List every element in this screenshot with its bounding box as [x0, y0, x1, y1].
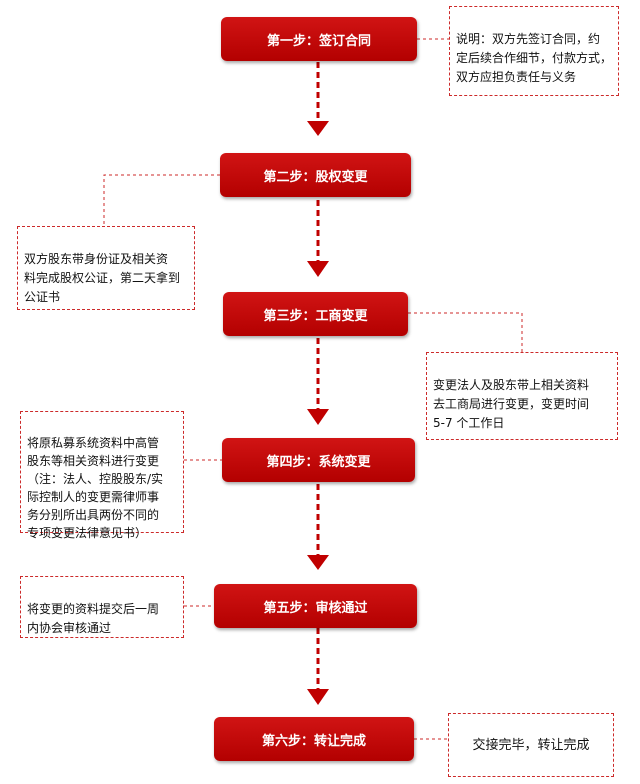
step-5: 第五步：审核通过	[214, 584, 417, 628]
step-1: 第一步：签订合同	[221, 17, 417, 61]
note-2-text: 双方股东带身份证及相关资 料完成股权公证，第二天拿到 公证书	[24, 252, 181, 304]
step-6-label: 第六步：转让完成	[261, 733, 366, 749]
note-connectors	[103, 38, 523, 740]
note-5: 将变更的资料提交后一周 内协会审核通过	[20, 576, 184, 638]
arrow-head-3	[307, 409, 329, 425]
arrow-head-2	[307, 261, 329, 277]
note-6-text: 交接完毕，转让完成	[472, 737, 590, 753]
note-6: 交接完毕，转让完成	[448, 713, 614, 777]
step-4-label: 第四步：系统变更	[266, 454, 371, 470]
note-1: 说明：双方先签订合同，约 定后续合作细节，付款方式， 双方应担负责任与义务	[449, 6, 619, 96]
step-6: 第六步：转让完成	[214, 717, 414, 761]
arrow-head-5	[307, 689, 329, 705]
arrow-head-1	[307, 121, 329, 136]
step-3: 第三步：工商变更	[223, 292, 408, 336]
note-3: 变更法人及股东带上相关资料 去工商局进行变更，变更时间 5-7 个工作日	[426, 352, 618, 440]
step-4: 第四步：系统变更	[222, 438, 415, 482]
note-4: 将原私募系统资料中高管 股东等相关资料进行变更 （注：法人、控股股东/实 际控制…	[20, 411, 184, 540]
note-2: 双方股东带身份证及相关资 料完成股权公证，第二天拿到 公证书	[17, 226, 195, 310]
note-4-text: 将原私募系统资料中高管 股东等相关资料进行变更 （注：法人、控股股东/实 际控制…	[27, 436, 164, 540]
step-2: 第二步：股权变更	[220, 153, 411, 197]
arrow-head-4	[307, 555, 329, 570]
step-3-label: 第三步：工商变更	[263, 308, 368, 324]
arrow-heads	[307, 121, 329, 705]
connector-note-3	[408, 312, 523, 352]
connector-note-2	[103, 174, 220, 226]
step-1-label: 第一步：签订合同	[266, 33, 371, 49]
note-3-text: 变更法人及股东带上相关资料 去工商局进行变更，变更时间 5-7 个工作日	[433, 378, 590, 430]
note-1-text: 说明：双方先签订合同，约 定后续合作细节，付款方式， 双方应担负责任与义务	[456, 32, 613, 84]
step-2-label: 第二步：股权变更	[263, 169, 368, 185]
step-5-label: 第五步：审核通过	[263, 600, 368, 616]
note-5-text: 将变更的资料提交后一周 内协会审核通过	[27, 602, 160, 635]
